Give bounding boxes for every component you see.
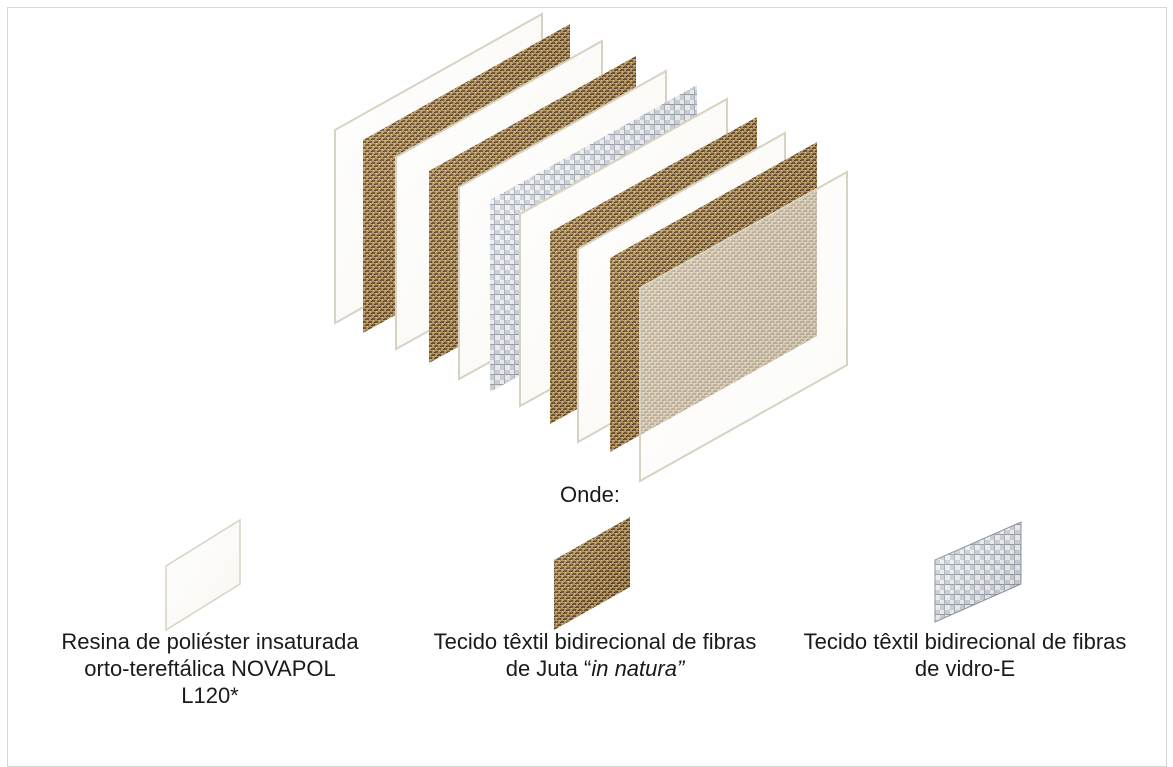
jute-swatch-shade <box>554 517 630 630</box>
jute-legend-label: Tecido têxtil bidirecional de fibras de … <box>430 628 760 682</box>
jute-legend-italic-text: in natura” <box>591 656 685 681</box>
resin-layer <box>639 170 848 483</box>
onde-label: Onde: <box>560 482 620 507</box>
layer-stack <box>334 12 848 483</box>
laminate-layers-diagram <box>165 12 1022 632</box>
resin-swatch-icon <box>165 518 241 632</box>
glass-swatch-shade <box>935 522 1021 622</box>
legend-swatches <box>165 517 1022 632</box>
jute-legend-text: Tecido têxtil bidirecional de fibras de … <box>433 629 757 681</box>
glass-legend-label: Tecido têxtil bidirecional de fibras de … <box>803 629 1127 681</box>
resin-legend-label: Resina de poliéster insaturada orto-tere… <box>61 629 359 708</box>
